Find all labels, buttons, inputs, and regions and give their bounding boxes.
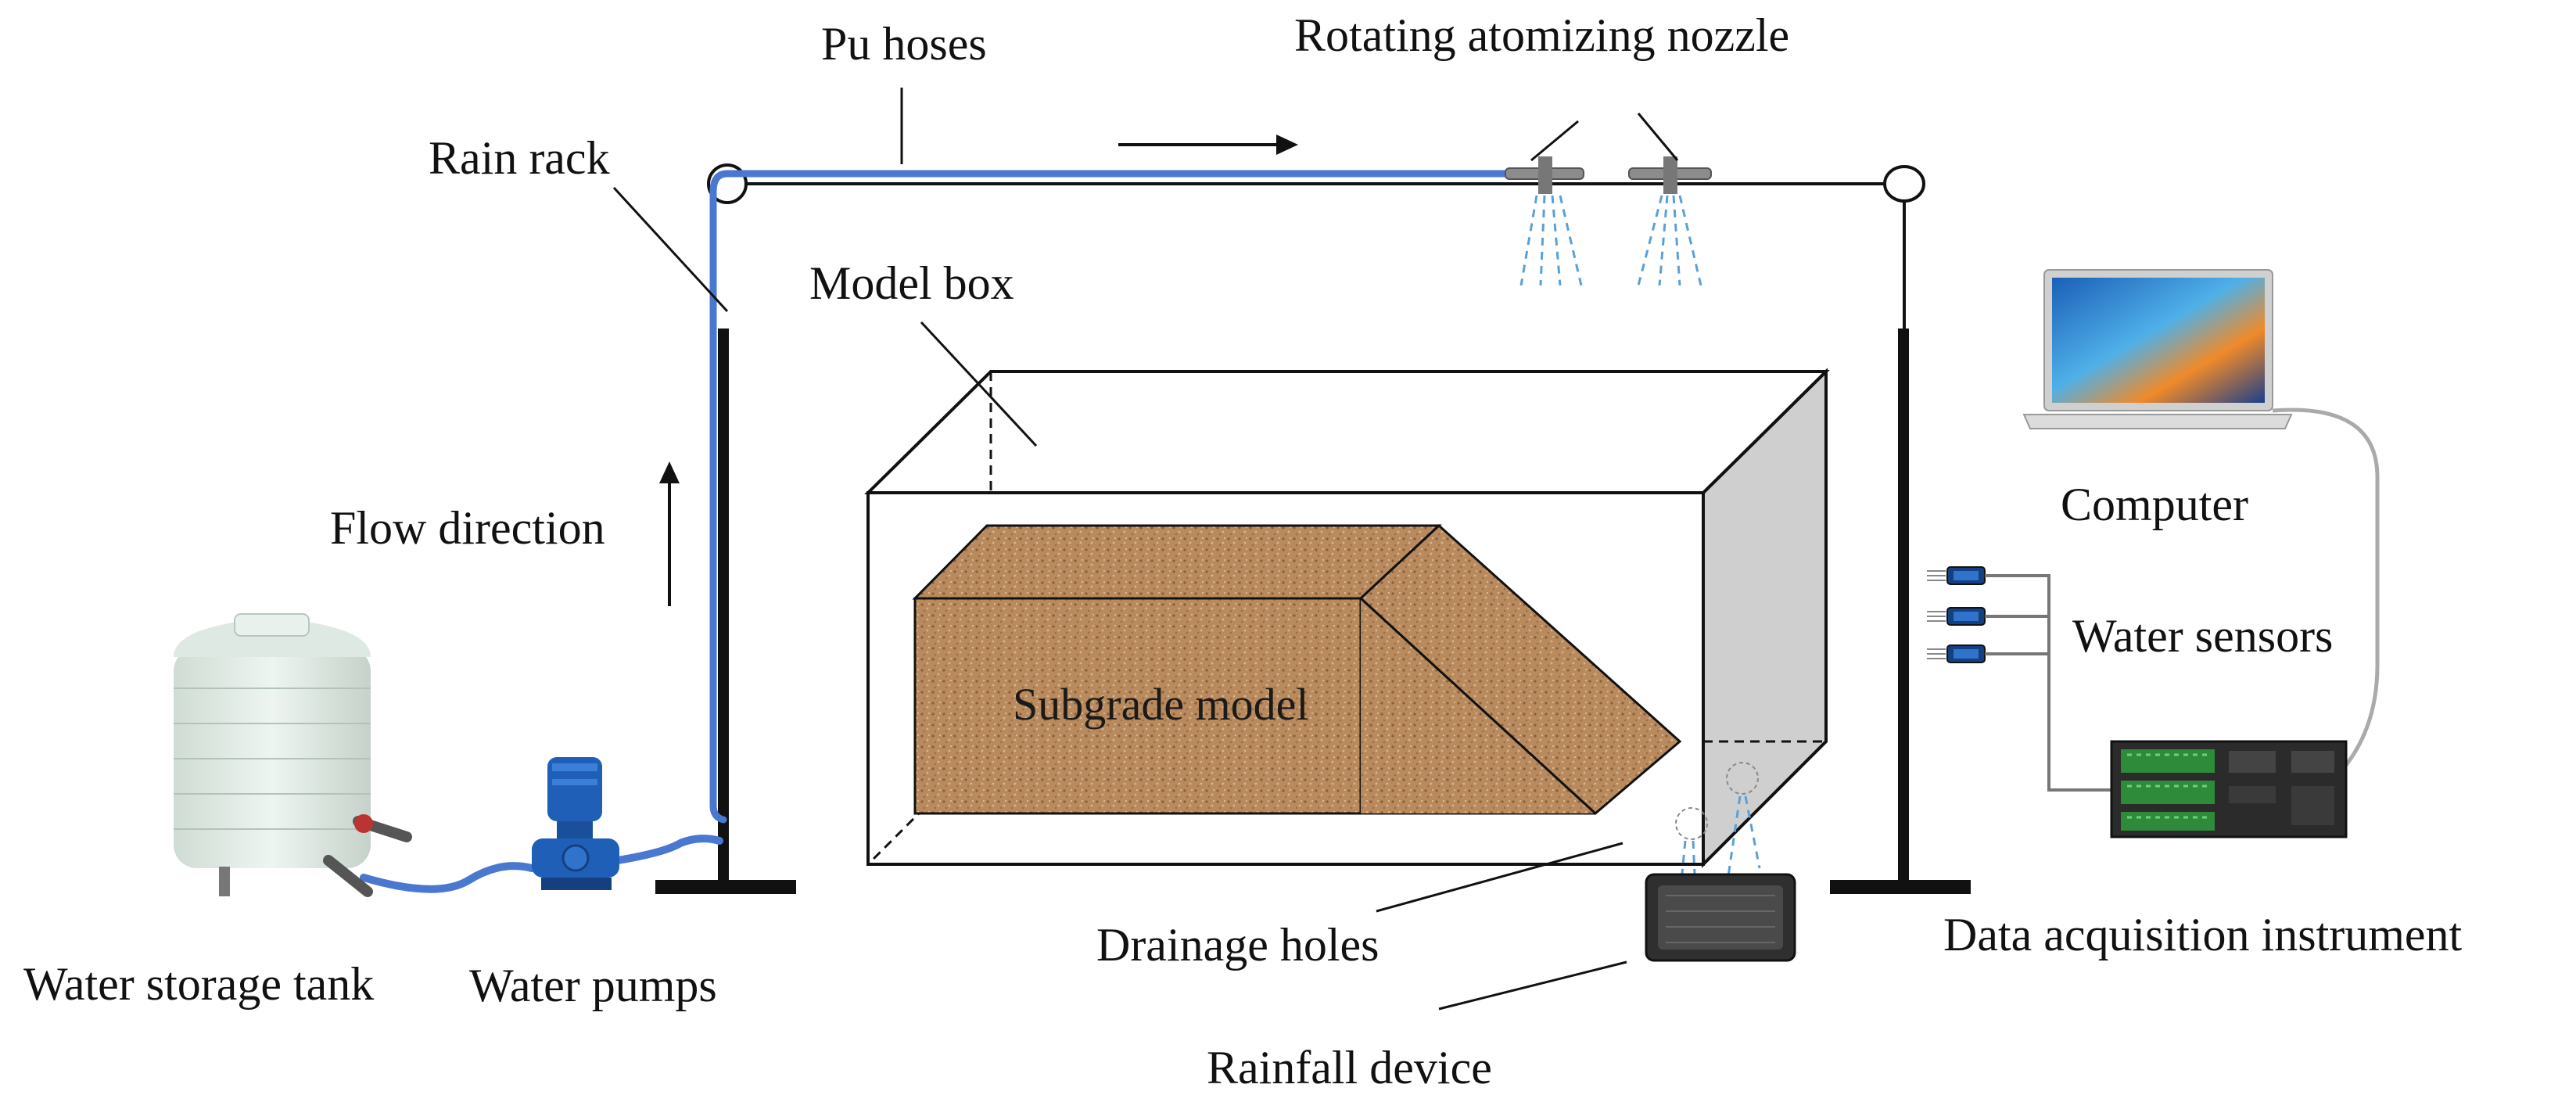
water-sensor-icon (1927, 566, 1986, 585)
label-computer: Computer (2061, 479, 2248, 530)
label-flow-direction: Flow direction (330, 502, 605, 554)
label-drainage-holes: Drainage holes (1096, 919, 1379, 971)
rain-rack (655, 163, 1971, 894)
data-acquisition-instrument-icon (2110, 740, 2348, 838)
label-rain-rack: Rain rack (429, 132, 610, 184)
laptop-cable (2272, 408, 2380, 776)
water-sensor-icon (1927, 607, 1986, 626)
subgrade-model (912, 523, 1682, 816)
label-data-acquisition-instrument: Data acquisition instrument (1943, 909, 2463, 960)
label-water-pumps: Water pumps (469, 960, 717, 1011)
water-sensor-icon (1927, 644, 1986, 663)
drainage-hole (1675, 762, 1761, 924)
label-model-box: Model box (809, 257, 1014, 309)
label-pu-hoses: Pu hoses (821, 18, 987, 70)
laptop-icon (2022, 269, 2293, 429)
label-water-storage-tank: Water storage tank (23, 958, 374, 1010)
water-storage-tank-icon (174, 613, 412, 897)
pu-hose (360, 170, 1564, 893)
label-rainfall-device: Rainfall device (1207, 1042, 1492, 1093)
nozzle-icon (1628, 156, 1712, 286)
label-subgrade-model: Subgrade model (1013, 679, 1309, 730)
leader-lines (612, 88, 1679, 1011)
flow-arrow-horizontal (1118, 135, 1298, 155)
label-water-sensors: Water sensors (2072, 610, 2333, 662)
water-pump-icon (532, 757, 619, 890)
model-box (864, 368, 1830, 868)
rainfall-device-icon (1645, 873, 1796, 962)
sensor-cables (1985, 574, 2111, 792)
nozzle-icon (1505, 156, 1584, 286)
label-rotating-atomizing-nozzle: Rotating atomizing nozzle (1294, 9, 1789, 61)
flow-arrow-vertical (659, 461, 680, 606)
